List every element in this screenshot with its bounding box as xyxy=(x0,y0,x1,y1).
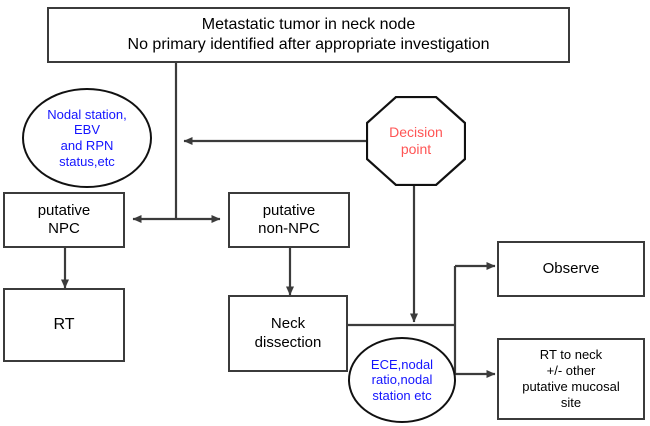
rt-box: RT xyxy=(3,288,125,362)
criteria-ellipse: Nodal station, EBV and RPN status,etc xyxy=(22,88,152,188)
rt-to-neck-line-1: RT to neck xyxy=(539,347,603,363)
title-box: Metastatic tumor in neck node No primary… xyxy=(47,7,570,63)
pathology-line-2: ratio,nodal xyxy=(371,372,433,388)
decision-text-wrap: Decision point xyxy=(366,96,466,186)
criteria-line-3: and RPN xyxy=(60,138,114,153)
title-line-2: No primary identified after appropriate … xyxy=(127,36,490,53)
decision-line-1: Decision xyxy=(389,123,443,140)
criteria-line-1: Nodal station, xyxy=(47,106,127,122)
criteria-line-4: status,etc xyxy=(59,153,115,169)
decision-line-2: point xyxy=(400,141,432,157)
rt-to-neck-line-4: site xyxy=(560,394,582,410)
putative-npc-box: putative NPC xyxy=(3,192,125,248)
rt-to-neck-line-2: +/- other xyxy=(546,363,596,379)
neck-dissection-line-1: Neck xyxy=(270,315,306,333)
observe-box: Observe xyxy=(497,241,645,297)
title-line-1: Metastatic tumor in neck node xyxy=(201,16,416,34)
putative-non-npc-line-1: putative xyxy=(262,201,316,219)
pathology-ellipse: ECE,nodal ratio,nodal station etc xyxy=(348,337,456,423)
criteria-line-2: EBV xyxy=(73,122,100,138)
rt-to-neck-box: RT to neck +/- other putative mucosal si… xyxy=(497,338,645,420)
rt-label: RT xyxy=(53,316,75,334)
putative-non-npc-box: putative non-NPC xyxy=(228,192,350,248)
rt-to-neck-line-3: putative mucosal xyxy=(522,379,620,394)
putative-non-npc-line-2: non-NPC xyxy=(258,220,320,237)
octagon-shape xyxy=(366,96,466,186)
decision-octagon: Decision point xyxy=(366,96,466,186)
pathology-line-3: station etc xyxy=(372,387,432,403)
putative-npc-line-2: NPC xyxy=(48,220,80,237)
pathology-line-1: ECE,nodal xyxy=(370,356,434,372)
observe-label: Observe xyxy=(542,259,600,277)
putative-npc-line-1: putative xyxy=(37,201,91,219)
neck-dissection-line-2: dissection xyxy=(254,333,322,351)
neck-dissection-box: Neck dissection xyxy=(228,295,348,372)
